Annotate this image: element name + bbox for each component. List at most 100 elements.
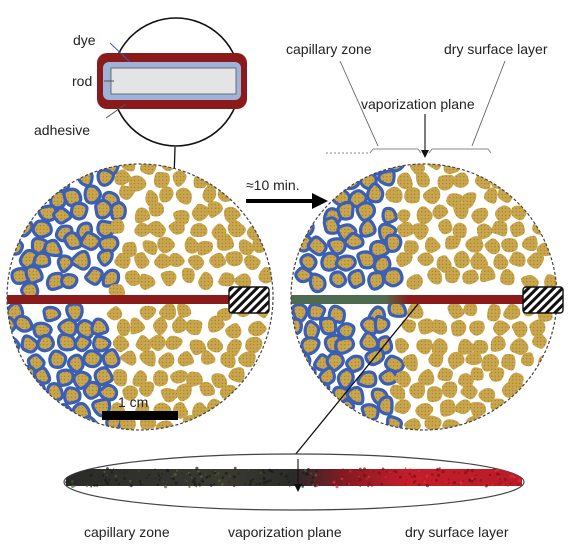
rod-photo-speck	[90, 474, 93, 477]
rod-photo-speck	[513, 475, 515, 477]
rod-photo-speck	[507, 467, 510, 470]
rod-photo-speck	[484, 484, 486, 486]
rod-photo-speck	[225, 472, 228, 475]
wet-sand-grain	[58, 334, 75, 349]
rod-photo-speck	[342, 476, 344, 478]
rod-photo-speck	[158, 473, 160, 475]
rod-photo-speck	[502, 484, 504, 486]
rod-photo-speck	[312, 484, 314, 486]
rod-photo-speck	[71, 480, 73, 482]
rod-photo-speck	[469, 479, 472, 482]
rod-photo-speck	[233, 485, 235, 487]
rod-photo-speck	[181, 473, 182, 474]
wet-sand-grain	[389, 154, 406, 171]
wet-sand-grain	[349, 270, 364, 287]
wet-sand-grain	[33, 221, 51, 237]
scale-label: 1 cm	[118, 394, 148, 410]
rod-photo-speck	[106, 467, 109, 470]
rod-photo-speck	[189, 473, 191, 475]
wet-sand-grain	[336, 338, 354, 353]
rod-photo-speck	[459, 481, 462, 484]
rod-photo-speck	[280, 473, 283, 476]
rod-photo-speck	[198, 483, 200, 485]
rod-photo-speck	[263, 472, 265, 474]
rod-photo-speck	[304, 469, 307, 472]
rod-photo-speck	[271, 470, 274, 473]
rod-photo-speck	[258, 482, 261, 485]
rod-photo-speck	[420, 478, 421, 479]
wet-sand-grain	[301, 366, 316, 381]
rod-photo-speck	[172, 476, 174, 478]
rod-photo-speck	[201, 479, 204, 482]
wet-sand-grain	[302, 338, 319, 354]
rod-photo-speck	[406, 479, 407, 480]
wet-sand-grain	[103, 350, 119, 367]
rod-photo-speck	[363, 467, 366, 470]
rod-photo-speck	[371, 485, 373, 487]
rod-photo-speck	[186, 473, 187, 474]
rod-photo-speck	[411, 477, 412, 478]
rod-photo-speck	[448, 482, 450, 484]
rod-photo-speck	[315, 470, 317, 472]
rod-photo-speck	[188, 486, 190, 488]
rod-photo-speck	[471, 477, 474, 480]
rod-photo-speck	[424, 481, 427, 484]
rod-photo-speck	[115, 475, 117, 477]
rod-photo-speck	[211, 471, 213, 473]
rod-photo-speck	[262, 481, 265, 484]
rod-photo-speck	[208, 475, 210, 477]
dry-sand-grain	[194, 173, 207, 188]
rod-holder	[229, 287, 269, 313]
rod-photo-speck	[448, 478, 450, 480]
rod-photo-speck	[358, 478, 361, 481]
rod-photo-speck	[426, 475, 429, 478]
rod-photo-speck	[221, 483, 224, 486]
rod-photo-speck	[164, 485, 167, 488]
rod-photo-speck	[363, 474, 366, 477]
wet-sand-grain	[44, 307, 60, 320]
rod-photo-speck	[436, 468, 439, 471]
rod-photo-speck	[96, 484, 99, 487]
rod-photo-speck	[373, 471, 375, 473]
rod-photo-speck	[499, 478, 501, 480]
rod-photo-speck	[453, 481, 456, 484]
dry-sand-grain	[518, 384, 534, 399]
wet-sand-grain	[65, 233, 82, 249]
rod-core	[111, 68, 236, 94]
rod-photo-speck	[305, 472, 308, 475]
rod-photo-speck	[192, 479, 193, 480]
wet-sand-grain	[388, 416, 402, 433]
rod-photo-speck	[466, 469, 469, 472]
rod-photo-speck	[244, 483, 246, 485]
rod-holder-after	[523, 287, 563, 313]
rod-photo-speck	[390, 472, 391, 473]
rod-photo-speck	[172, 478, 174, 480]
rod-photo-speck	[346, 483, 349, 486]
rod-photo-speck	[504, 468, 505, 469]
wet-sand-grain	[58, 370, 73, 385]
wet-sand-grain	[81, 233, 99, 250]
rod-photo-speck	[199, 485, 201, 487]
rod-photo-speck	[190, 476, 191, 477]
rod-photo-speck	[476, 474, 478, 476]
rod-photo-speck	[218, 479, 221, 482]
rod-photo-speck	[196, 486, 198, 488]
rod-photo-speck	[409, 473, 412, 476]
dry-sand-grain	[538, 355, 555, 371]
wet-sand-grain	[379, 397, 392, 414]
rod-photo-speck	[504, 478, 507, 481]
rod-photo-speck	[418, 470, 420, 472]
rod-photo-speck	[509, 468, 512, 471]
rod-photo-speck	[213, 483, 215, 485]
rod-photo-speck	[205, 474, 206, 475]
wet-sand-grain	[68, 355, 83, 372]
rod-photo-speck	[520, 468, 523, 471]
rod-photo-speck	[162, 481, 164, 483]
rod-photo-speck	[124, 477, 127, 480]
rod-photo-speck	[473, 478, 476, 481]
rod-photo-speck	[385, 476, 387, 478]
rod-photo-speck	[263, 478, 266, 481]
wet-sand-grain	[17, 219, 33, 236]
rod-photo-speck	[106, 482, 109, 485]
rod-photo-speck	[284, 476, 285, 477]
